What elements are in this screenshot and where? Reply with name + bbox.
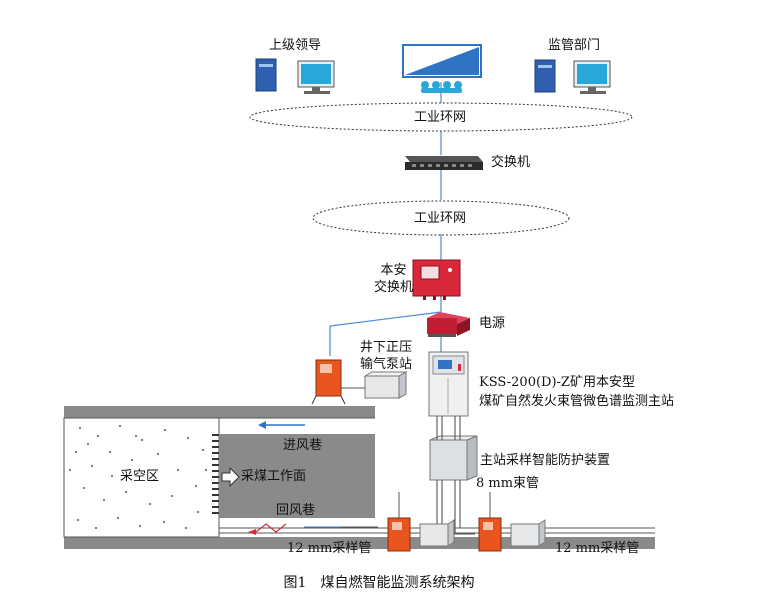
field-sampler-left-icon (387, 492, 455, 552)
goaf-rubble (69, 425, 207, 529)
label-safe-switch: 本安 交换机 (374, 263, 414, 295)
label-ring-mid: 工业环网 (414, 211, 467, 226)
superior-pc-icon (255, 58, 335, 94)
figure-caption: 图1 煤自燃智能监测系统架构 (283, 575, 475, 591)
ring-network-top (249, 102, 633, 132)
supervision-pc-icon (534, 59, 611, 94)
safe-switch-icon (412, 259, 461, 300)
label-ring-top: 工业环网 (414, 110, 467, 125)
label-sample-right: 12 mm采样管 (555, 541, 640, 556)
field-sampler-right-icon (478, 492, 546, 552)
monitor-wall-icon (402, 44, 482, 93)
pump-station-icon (311, 359, 408, 405)
label-sample-left: 12 mm采样管 (287, 541, 372, 556)
label-return: 回风巷 (276, 503, 316, 518)
protection-device-icon (429, 435, 478, 481)
label-pump-station: 井下正压 输气泵站 (360, 340, 413, 372)
label-main-station: KSS-200(D)-Z矿用本安型 煤矿自然发火束管微色谱监测主站 (479, 375, 675, 409)
mine-schematic (63, 406, 655, 549)
ring-network-mid (312, 200, 570, 236)
label-power: 电源 (479, 316, 506, 331)
label-bundle-tube: 8 mm束管 (476, 476, 540, 491)
label-superior: 上级领导 (269, 38, 322, 53)
label-intake: 进风巷 (283, 438, 323, 453)
label-workface: 采煤工作面 (241, 469, 307, 484)
label-goaf: 采空区 (120, 469, 160, 484)
label-supervision: 监管部门 (548, 38, 601, 53)
switch-icon (405, 156, 483, 170)
power-supply-icon (427, 312, 470, 337)
label-protect-device: 主站采样智能防护装置 (480, 453, 611, 468)
network-links (329, 82, 442, 356)
label-switch: 交换机 (491, 155, 531, 170)
main-station-cabinet-icon (428, 351, 469, 417)
